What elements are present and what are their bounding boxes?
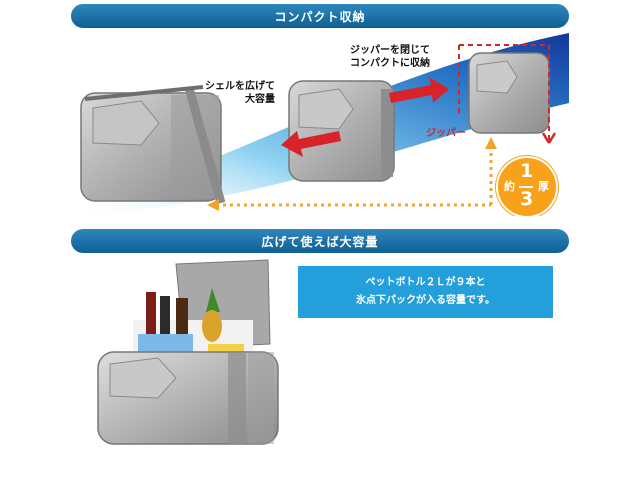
cooler-compact-image [468, 52, 550, 134]
section-header-capacity: 広げて使えば大容量 [71, 229, 569, 253]
capacity-info-line1: ペットボトル２Ｌが９本と [365, 277, 486, 288]
illustration-graphic [71, 33, 569, 216]
compact-storage-illustration: シェルを広げて 大容量 ジッパーを閉じて コンパクトに収納 ジッパー 約 1 3… [71, 33, 569, 216]
section-header-compact-text: コンパクト収納 [274, 9, 366, 24]
capacity-info-line2: 氷点下パックが入る容量です。 [356, 295, 495, 306]
badge-denominator: 3 [520, 188, 534, 210]
zipper-caption: ジッパー [426, 128, 466, 139]
expand-caption-line2: 大容量 [245, 94, 275, 105]
cooler-medium-image [288, 80, 395, 182]
badge-fraction-bar [519, 186, 533, 188]
cooler-with-contents-image [88, 252, 288, 452]
one-third-thickness-badge: 約 1 3 厚 [496, 156, 558, 216]
section-header-compact: コンパクト収納 [71, 4, 569, 28]
cooler-expanded-image [80, 85, 226, 205]
expand-caption-line1: シェルを広げて [205, 81, 275, 92]
badge-suffix: 厚 [538, 180, 549, 193]
section-header-capacity-text: 広げて使えば大容量 [261, 234, 379, 249]
expand-caption: シェルを広げて 大容量 [205, 80, 275, 106]
zip-caption: ジッパーを閉じて コンパクトに収納 [350, 44, 430, 70]
badge-numerator: 1 [520, 160, 534, 182]
badge-prefix: 約 [504, 180, 515, 193]
zip-caption-line2: コンパクトに収納 [350, 58, 430, 69]
capacity-info-box: ペットボトル２Ｌが９本と 氷点下パックが入る容量です。 [298, 266, 553, 318]
zip-caption-line1: ジッパーを閉じて [350, 45, 430, 56]
